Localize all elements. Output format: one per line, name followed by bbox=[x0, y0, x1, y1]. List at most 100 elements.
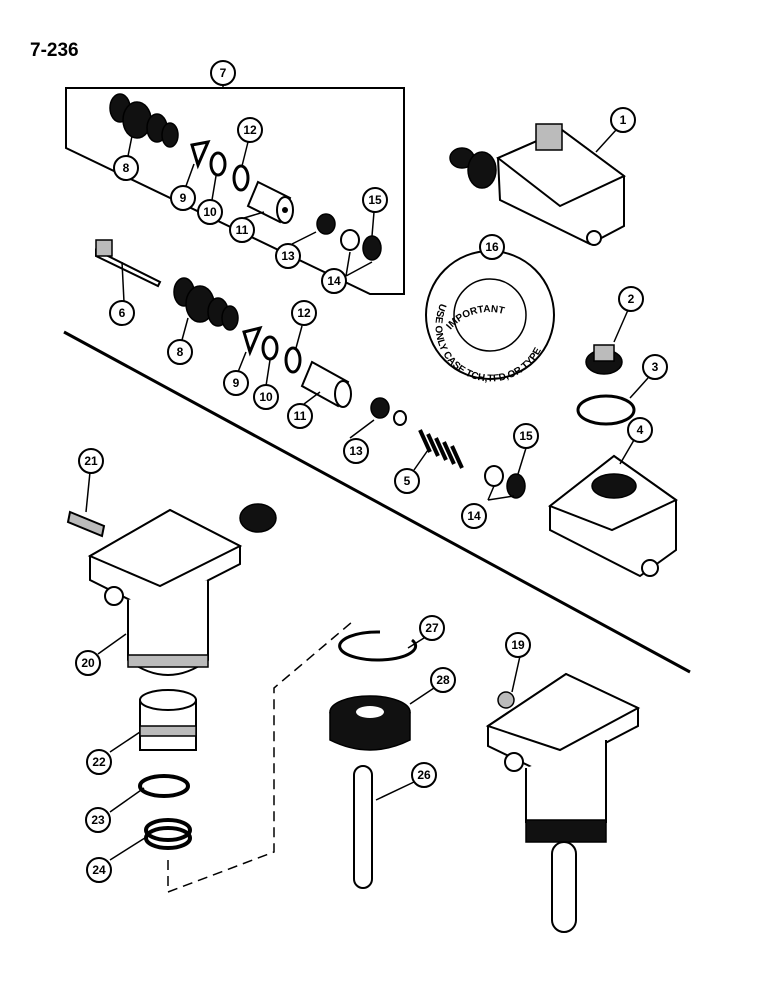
valve-part-2 bbox=[484, 465, 504, 487]
svg-text:12: 12 bbox=[297, 306, 311, 320]
separator-line bbox=[63, 330, 691, 674]
boot-part-2 bbox=[173, 277, 239, 331]
svg-text:12: 12 bbox=[243, 123, 257, 137]
cup-part bbox=[316, 213, 336, 235]
svg-text:8: 8 bbox=[123, 161, 130, 175]
svg-text:3: 3 bbox=[652, 360, 659, 374]
callout-10: 10 bbox=[197, 199, 223, 225]
o-ring-part-2 bbox=[284, 346, 302, 374]
seal-part-2 bbox=[506, 473, 526, 499]
callout-9: 9 bbox=[170, 185, 196, 211]
svg-text:10: 10 bbox=[203, 205, 217, 219]
spring-retainer-part bbox=[393, 410, 407, 426]
callout-8b: 8 bbox=[167, 339, 193, 365]
callout-12: 12 bbox=[237, 117, 263, 143]
housing-ring bbox=[138, 774, 190, 798]
svg-text:27: 27 bbox=[425, 621, 439, 635]
svg-text:26: 26 bbox=[417, 768, 431, 782]
svg-text:16: 16 bbox=[485, 240, 499, 254]
callout-6: 6 bbox=[109, 300, 135, 326]
pin-part bbox=[353, 765, 373, 889]
svg-text:19: 19 bbox=[511, 638, 525, 652]
callout-11: 11 bbox=[229, 217, 255, 243]
large-seal bbox=[329, 695, 411, 751]
svg-text:28: 28 bbox=[436, 673, 450, 687]
callout-4: 4 bbox=[627, 417, 653, 443]
boot-part bbox=[109, 93, 179, 148]
page-number: 7-236 bbox=[30, 40, 79, 61]
callout-12b: 12 bbox=[291, 300, 317, 326]
callout-22: 22 bbox=[86, 749, 112, 775]
callout-16: 16 bbox=[479, 234, 505, 260]
bleeder-fitting bbox=[66, 510, 106, 538]
gasket-part bbox=[576, 394, 636, 426]
svg-text:7: 7 bbox=[220, 66, 227, 80]
svg-text:9: 9 bbox=[180, 191, 187, 205]
piston-part-2 bbox=[300, 360, 352, 408]
callout-8: 8 bbox=[113, 155, 139, 181]
svg-text:23: 23 bbox=[91, 813, 105, 827]
callout-21: 21 bbox=[78, 448, 104, 474]
housing-piston bbox=[139, 689, 197, 751]
svg-text:14: 14 bbox=[467, 509, 481, 523]
o-ring-part bbox=[232, 164, 250, 192]
leader-lines bbox=[85, 129, 649, 861]
svg-text:24: 24 bbox=[92, 863, 106, 877]
snap-ring bbox=[338, 630, 418, 662]
callout-23: 23 bbox=[85, 807, 111, 833]
svg-text:13: 13 bbox=[349, 444, 363, 458]
callout-27: 27 bbox=[419, 615, 445, 641]
svg-text:11: 11 bbox=[294, 409, 307, 423]
svg-text:21: 21 bbox=[84, 454, 98, 468]
master-cylinder-assembly bbox=[449, 123, 626, 246]
svg-text:15: 15 bbox=[519, 429, 533, 443]
spring-part bbox=[418, 429, 464, 469]
callout-13: 13 bbox=[275, 243, 301, 269]
callout-20: 20 bbox=[75, 650, 101, 676]
piston-part bbox=[246, 180, 294, 224]
retainer-part bbox=[190, 140, 211, 170]
cup-part-2 bbox=[370, 397, 390, 419]
filler-plug bbox=[585, 344, 623, 375]
svg-text:10: 10 bbox=[259, 390, 273, 404]
callout-2: 2 bbox=[618, 286, 644, 312]
valve-assembly bbox=[485, 672, 641, 933]
washer-part-2 bbox=[261, 335, 279, 361]
callout-5: 5 bbox=[394, 468, 420, 494]
callout-13b: 13 bbox=[343, 438, 369, 464]
retainer-part-2 bbox=[242, 325, 263, 357]
callout-26: 26 bbox=[411, 762, 437, 788]
push-rod bbox=[95, 239, 162, 288]
valve-housing bbox=[87, 503, 277, 676]
svg-text:4: 4 bbox=[637, 423, 644, 437]
svg-text:20: 20 bbox=[81, 656, 95, 670]
reservoir-body bbox=[547, 454, 678, 578]
seal-kit-box bbox=[65, 87, 405, 295]
callout-7: 7 bbox=[210, 60, 236, 86]
callout-19: 19 bbox=[505, 632, 531, 658]
assembly-guide-line bbox=[167, 621, 353, 894]
svg-text:11: 11 bbox=[236, 223, 249, 237]
callout-1: 1 bbox=[610, 107, 636, 133]
svg-text:1: 1 bbox=[620, 113, 627, 127]
callout-15: 15 bbox=[362, 187, 388, 213]
callout-28: 28 bbox=[430, 667, 456, 693]
svg-text:9: 9 bbox=[233, 376, 240, 390]
callout-3: 3 bbox=[642, 354, 668, 380]
washer-part bbox=[209, 151, 227, 177]
callout-14: 14 bbox=[321, 268, 347, 294]
svg-text:14: 14 bbox=[327, 274, 341, 288]
callout-11b: 11 bbox=[287, 403, 313, 429]
svg-text:6: 6 bbox=[119, 306, 126, 320]
callout-14b: 14 bbox=[461, 503, 487, 529]
callout-15b: 15 bbox=[513, 423, 539, 449]
svg-text:22: 22 bbox=[92, 755, 106, 769]
svg-text:15: 15 bbox=[368, 193, 382, 207]
svg-text:5: 5 bbox=[404, 474, 411, 488]
callout-24: 24 bbox=[86, 857, 112, 883]
callout-10b: 10 bbox=[253, 384, 279, 410]
seal-part bbox=[362, 235, 382, 261]
housing-spring bbox=[144, 818, 192, 850]
svg-text:13: 13 bbox=[281, 249, 295, 263]
